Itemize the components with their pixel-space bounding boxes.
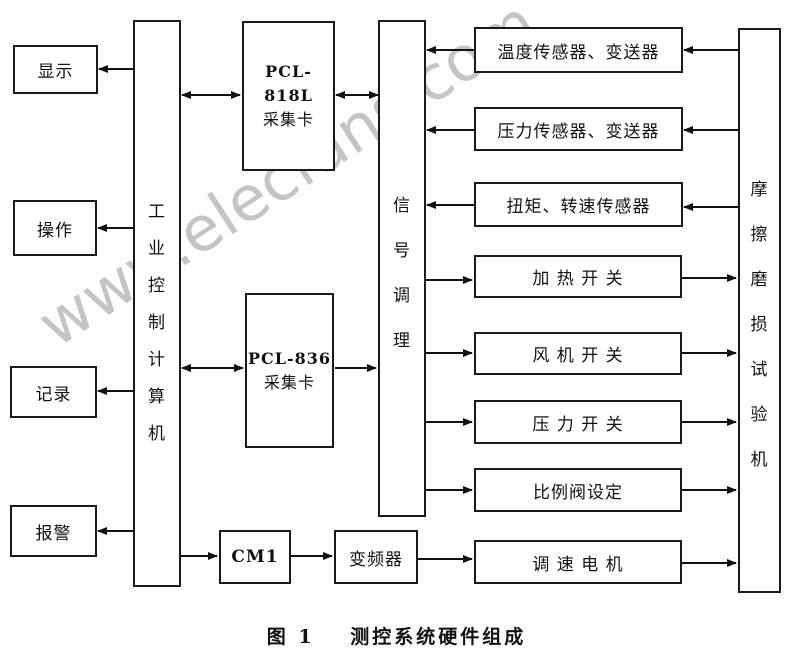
conditioning-char: 调 bbox=[393, 285, 411, 306]
tester-char: 摩 bbox=[750, 180, 769, 200]
tester-char: 擦 bbox=[750, 225, 769, 245]
record-box: 记录 bbox=[10, 366, 97, 418]
signal-conditioning-box: 信 号 调 理 bbox=[378, 20, 426, 517]
pcl-818l-card: PCL-818L 采集卡 bbox=[242, 21, 335, 171]
figure-title: 测控系统硬件组成 bbox=[350, 626, 527, 648]
cm1-box: CM1 bbox=[219, 530, 291, 584]
figure-number: 图 1 bbox=[266, 626, 315, 648]
card-model: PCL-818L bbox=[264, 62, 313, 105]
conditioning-char: 理 bbox=[393, 330, 411, 351]
figure-caption: 图 1 测控系统硬件组成 bbox=[0, 622, 793, 649]
operation-box: 操作 bbox=[13, 200, 97, 256]
industrial-computer-box: 工 业 控 制 计 算 机 bbox=[133, 20, 181, 587]
card-label: 采集卡 bbox=[262, 110, 314, 129]
conditioning-char: 号 bbox=[393, 240, 411, 261]
pressure-sensor-box: 压力传感器、变送器 bbox=[474, 107, 683, 151]
pressure-switch-box: 压 力 开 关 bbox=[474, 400, 682, 444]
computer-char: 机 bbox=[148, 424, 166, 444]
pcl-836-card: PCL-836 采集卡 bbox=[245, 293, 334, 448]
tester-char: 验 bbox=[750, 405, 769, 425]
card-label: 采集卡 bbox=[263, 372, 315, 392]
computer-char: 业 bbox=[148, 239, 166, 259]
computer-char: 控 bbox=[148, 276, 166, 296]
tester-char: 试 bbox=[750, 360, 769, 380]
heating-switch-box: 加 热 开 关 bbox=[474, 255, 682, 298]
fan-switch-box: 风 机 开 关 bbox=[474, 332, 682, 375]
tester-char: 机 bbox=[750, 450, 769, 470]
temperature-sensor-box: 温度传感器、变送器 bbox=[474, 27, 683, 73]
tester-char: 损 bbox=[750, 315, 769, 335]
display-box: 显示 bbox=[13, 45, 98, 94]
card-model: PCL-836 bbox=[247, 348, 332, 368]
torque-speed-sensor-box: 扭矩、转速传感器 bbox=[474, 182, 683, 227]
tester-char: 磨 bbox=[750, 270, 769, 290]
friction-tester-box: 摩 擦 磨 损 试 验 机 bbox=[738, 28, 781, 593]
computer-char: 制 bbox=[148, 313, 166, 333]
computer-char: 工 bbox=[148, 202, 166, 222]
speed-motor-box: 调 速 电 机 bbox=[474, 540, 682, 584]
valve-setting-box: 比例阀设定 bbox=[474, 468, 682, 512]
inverter-box: 变频器 bbox=[334, 530, 418, 584]
conditioning-char: 信 bbox=[393, 195, 411, 216]
computer-char: 计 bbox=[148, 350, 166, 370]
alarm-box: 报警 bbox=[10, 505, 97, 557]
computer-char: 算 bbox=[148, 387, 166, 407]
